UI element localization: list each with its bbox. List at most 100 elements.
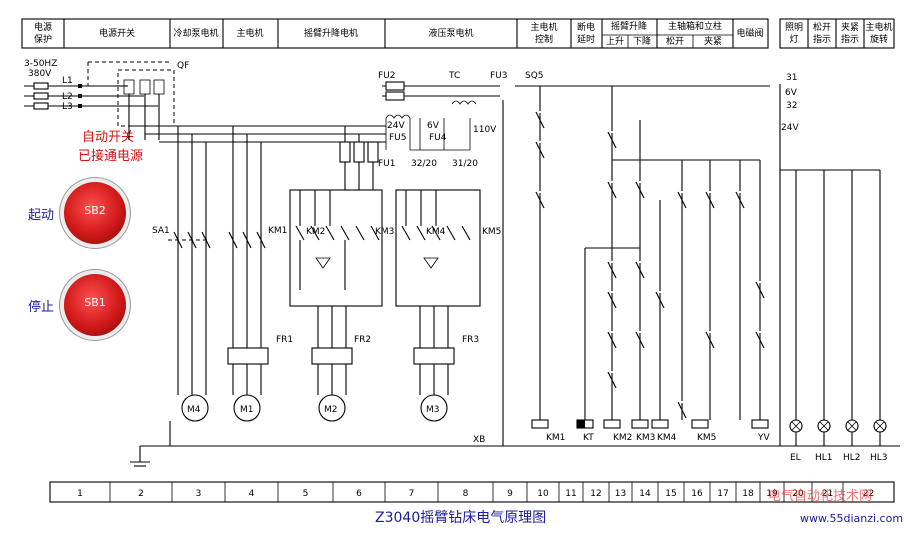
column-number: 19 bbox=[766, 489, 778, 499]
coil-km1-label: KM1 bbox=[546, 433, 565, 443]
column-number: 7 bbox=[409, 489, 415, 499]
column-number: 22 bbox=[863, 489, 874, 499]
start-button-sb2[interactable]: SB2 bbox=[64, 182, 126, 244]
fu3-label: FU3 bbox=[490, 71, 508, 81]
fu1-label: FU1 bbox=[378, 159, 396, 169]
control-contact bbox=[535, 141, 545, 159]
lamp-hl1-label: HL1 bbox=[815, 453, 833, 463]
ratio-31-20: 31/20 bbox=[452, 159, 478, 169]
stop-button-group: 停止 SB1 bbox=[26, 274, 136, 338]
header-h10b-line-0: 夹紧 bbox=[704, 35, 722, 47]
control-contact bbox=[755, 331, 765, 349]
column-number: 16 bbox=[691, 489, 703, 499]
stop-button-sb1[interactable]: SB1 bbox=[64, 274, 126, 336]
control-contact bbox=[705, 191, 715, 209]
auto-switch-note-2: 已接通电源 bbox=[78, 148, 143, 164]
m3-label: M3 bbox=[426, 405, 440, 415]
header-h7-line-0: 主电机 bbox=[530, 21, 557, 33]
header-h14-line-1: 指示 bbox=[841, 33, 859, 45]
fr3-label: FR3 bbox=[462, 335, 479, 345]
coil-km3-label: KM3 bbox=[636, 433, 655, 443]
header-h7-line-1: 控制 bbox=[535, 33, 553, 45]
tc-label: TC bbox=[448, 71, 460, 81]
ratio-32-20: 32/20 bbox=[411, 159, 437, 169]
relay-coil bbox=[691, 419, 709, 429]
header-table bbox=[21, 18, 895, 49]
v110-label: 110V bbox=[473, 125, 497, 135]
column-number: 1 bbox=[77, 489, 83, 499]
header-h8-line-0: 断电 bbox=[577, 21, 595, 33]
column-number: 17 bbox=[717, 489, 728, 499]
coil-yv-label: YV bbox=[757, 433, 770, 443]
header-h13-line-0: 松开 bbox=[813, 21, 831, 33]
lamp-hl2-label: HL2 bbox=[843, 453, 861, 463]
node-32: 32 bbox=[786, 101, 797, 111]
motor-m4 bbox=[181, 394, 209, 422]
supply-voltage: 380V bbox=[28, 69, 52, 79]
header-h13-line-1: 指示 bbox=[813, 33, 831, 45]
column-number: 10 bbox=[537, 489, 549, 499]
column-number: 5 bbox=[303, 489, 309, 499]
column-number: 2 bbox=[138, 489, 144, 499]
supply-frequency: 3-50HZ bbox=[24, 59, 57, 69]
coil-km4-label: KM4 bbox=[657, 433, 677, 443]
phase-l1-label: L1 bbox=[62, 76, 73, 86]
stop-label: 停止 bbox=[28, 300, 55, 315]
km4-label: KM4 bbox=[426, 227, 446, 237]
node-31: 31 bbox=[786, 73, 797, 83]
m1-label: M1 bbox=[240, 405, 254, 415]
control-contact bbox=[607, 131, 617, 149]
fr1-label: FR1 bbox=[276, 335, 293, 345]
header-h9a-line-0: 上升 bbox=[606, 36, 624, 47]
column-number: 3 bbox=[196, 489, 202, 499]
relay-coil bbox=[651, 419, 669, 429]
column-number: 8 bbox=[463, 489, 469, 499]
kt-coil-mark bbox=[577, 420, 585, 428]
header-h12-line-0: 照明 bbox=[785, 22, 803, 33]
control-contact bbox=[735, 191, 745, 209]
header-h10a-line-0: 松开 bbox=[666, 35, 684, 47]
header-h1-line-0: 电源 bbox=[34, 21, 52, 33]
column-number: 11 bbox=[565, 489, 576, 499]
watermark-site-name: 电气自动化技术网 bbox=[768, 488, 872, 504]
km2-label: KM2 bbox=[306, 227, 325, 237]
control-contact bbox=[607, 291, 617, 309]
column-number: 20 bbox=[792, 489, 804, 499]
control-contact bbox=[607, 331, 617, 349]
coil-km5-label: KM5 bbox=[697, 433, 716, 443]
km1-contact-label: KM1 bbox=[268, 226, 287, 236]
header-h6-line-0: 液压泵电机 bbox=[428, 27, 473, 39]
relay-coil bbox=[531, 419, 549, 429]
header-h2-line-0: 电源开关 bbox=[99, 27, 135, 39]
column-number: 18 bbox=[742, 489, 754, 499]
m4-label: M4 bbox=[187, 405, 201, 415]
lamp-el-label: EL bbox=[790, 453, 801, 463]
control-contact bbox=[635, 331, 645, 349]
km5-label: KM5 bbox=[482, 227, 501, 237]
relay-coil bbox=[631, 419, 649, 429]
control-contact bbox=[607, 181, 617, 199]
control-contact bbox=[535, 191, 545, 209]
power-supply: 3-50HZ 380V L1 L2 L3 QF bbox=[24, 59, 189, 127]
lamp-hl3-label: HL3 bbox=[870, 453, 888, 463]
v6-label: 6V bbox=[427, 121, 440, 131]
control-contact bbox=[635, 181, 645, 199]
auto-switch-note-1: 自动开关 bbox=[82, 130, 134, 145]
m2-reversing-block: KM2 KM3 bbox=[289, 189, 394, 395]
control-transformer: FU2 TC FU3 SQ5 24V 6V 110V FU5 FU4 32/20… bbox=[378, 71, 544, 169]
header-h5-line-0: 摇臂升降电机 bbox=[304, 27, 358, 39]
km3-label: KM3 bbox=[375, 227, 394, 237]
relay-coil bbox=[603, 419, 621, 429]
start-label: 起动 bbox=[28, 208, 55, 223]
control-contact bbox=[755, 281, 765, 299]
thermal-relays: FR1 FR2 FR3 bbox=[227, 335, 479, 365]
header-h10-line-0: 主轴箱和立柱 bbox=[668, 20, 722, 32]
header-h4-line-0: 主电机 bbox=[236, 27, 263, 39]
stop-button-id: SB1 bbox=[84, 296, 106, 309]
header-h1-line-1: 保护 bbox=[34, 33, 52, 45]
coil-kt-label: KT bbox=[583, 433, 594, 443]
indicator-lamps: 31 6V 32 24V EL HL1 HL2 HL3 bbox=[779, 73, 888, 463]
header-h12-line-1: 灯 bbox=[789, 34, 798, 45]
